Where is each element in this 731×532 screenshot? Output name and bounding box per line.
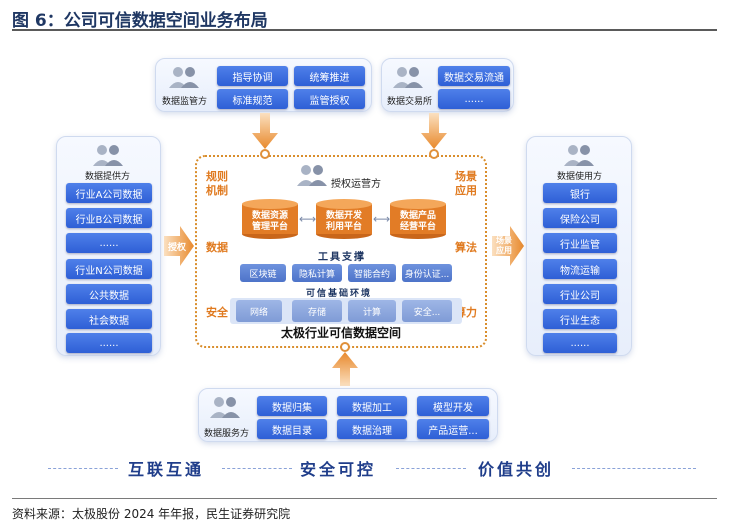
infra-item: 存储 [292, 300, 342, 322]
platform-cylinder: 数据资源 管理平台 [240, 198, 300, 240]
up-arrow [332, 352, 358, 386]
platform-cylinder: 数据开发 利用平台 [314, 198, 374, 240]
right-arrow [492, 226, 524, 266]
connector-node [260, 149, 270, 159]
user-item: 保险公司 [543, 208, 617, 228]
slogan-divider [48, 468, 118, 469]
slogan: 价值共创 [478, 460, 555, 479]
source-divider [12, 498, 717, 499]
provider-item: 行业B公司数据 [66, 208, 152, 228]
tool-item: 身份认证... [402, 264, 452, 282]
service-item: 产品运营... [417, 419, 489, 439]
right-arrow [164, 226, 194, 266]
service-item: 数据归集 [257, 396, 327, 416]
exchange-item: 数据交易流通 [438, 66, 510, 86]
double-arrow: ⟷ [299, 212, 317, 226]
regulator-item: 统筹推进 [294, 66, 365, 86]
provider-item: 公共数据 [66, 284, 152, 304]
regulator-item: 指导协调 [217, 66, 288, 86]
tool-item: 隐私计算 [292, 264, 342, 282]
exchange-item: ...... [438, 89, 510, 109]
down-arrow [421, 113, 447, 149]
connector-node [340, 342, 350, 352]
left-label: 规则 机制 [206, 170, 228, 197]
service-role-label: 数据服务方 [204, 429, 250, 439]
tool-item: 智能合约 [348, 264, 396, 282]
figure-title: 图 6：公司可信数据空间业务布局 [12, 11, 268, 31]
tool-item: 区块链 [240, 264, 286, 282]
provider-item: ...... [66, 233, 152, 253]
user-role-label: 数据使用方 [557, 172, 603, 182]
provider-panel: 数据提供方 行业A公司数据 行业B公司数据 ...... 行业N公司数据 公共数… [56, 136, 161, 356]
figure-source: 资料来源：太极股份 2024 年年报，民生证券研究院 [12, 507, 291, 521]
regulator-panel: 数据监管方 指导协调 统筹推进 标准规范 监管授权 [155, 58, 372, 112]
provider-item: 行业N公司数据 [66, 259, 152, 279]
infra-item: 安全... [402, 300, 452, 322]
user-item: 行业监管 [543, 233, 617, 253]
provider-item: 社会数据 [66, 309, 152, 329]
slogan: 互联互通 [128, 460, 205, 479]
people-icon [209, 395, 243, 419]
slogan-divider [222, 468, 292, 469]
service-panel: 数据服务方 数据归集 数据加工 模型开发 数据目录 数据治理 产品运营... [198, 388, 498, 442]
regulator-item: 监管授权 [294, 89, 365, 109]
user-item: 物流运输 [543, 259, 617, 279]
exchange-panel: 数据交易所 数据交易流通 ...... [381, 58, 514, 112]
service-item: 模型开发 [417, 396, 489, 416]
slogan-divider [396, 468, 466, 469]
provider-role-label: 数据提供方 [85, 172, 131, 182]
platform-label: 数据资源 管理平台 [251, 211, 288, 232]
exchange-role-label: 数据交易所 [387, 97, 433, 107]
people-icon [563, 143, 597, 167]
provider-item: 行业A公司数据 [66, 183, 152, 203]
user-item: 行业生态 [543, 309, 617, 329]
user-item: ...... [543, 333, 617, 353]
slogan: 安全可控 [300, 460, 377, 479]
right-label: 算法 [455, 241, 477, 254]
people-icon [168, 65, 202, 89]
double-arrow: ⟷ [373, 212, 391, 226]
user-item: 银行 [543, 183, 617, 203]
scenario-arrow-label: 场景 应用 [496, 236, 512, 255]
regulator-item: 标准规范 [217, 89, 288, 109]
connector-node [429, 149, 439, 159]
core-space-name: 太极行业可信数据空间 [280, 326, 401, 340]
down-arrow [252, 113, 278, 149]
regulator-role-label: 数据监管方 [162, 97, 208, 107]
service-item: 数据加工 [337, 396, 407, 416]
people-icon [92, 143, 126, 167]
platform-label: 数据产品 经营平台 [399, 211, 436, 232]
platform-label: 数据开发 利用平台 [325, 211, 362, 232]
left-label: 数据 [206, 241, 228, 254]
operator-role-label: 授权运营方 [331, 179, 381, 190]
people-icon [296, 163, 330, 187]
service-item: 数据目录 [257, 419, 327, 439]
right-label: 场景 应用 [455, 170, 477, 197]
left-label: 安全 [206, 306, 228, 319]
infra-title: 可信基础环境 [306, 289, 373, 299]
title-divider [12, 29, 717, 31]
authorize-arrow-label: 授权 [168, 243, 187, 253]
platform-cylinder: 数据产品 经营平台 [388, 198, 448, 240]
slogan-divider [572, 468, 696, 469]
infra-item: 网络 [236, 300, 282, 322]
service-item: 数据治理 [337, 419, 407, 439]
user-panel: 数据使用方 银行 保险公司 行业监管 物流运输 行业公司 行业生态 ...... [526, 136, 632, 356]
tools-title: 工具支撑 [318, 252, 366, 263]
user-item: 行业公司 [543, 284, 617, 304]
people-icon [392, 65, 426, 89]
infra-item: 计算 [348, 300, 396, 322]
provider-item: ...... [66, 333, 152, 353]
